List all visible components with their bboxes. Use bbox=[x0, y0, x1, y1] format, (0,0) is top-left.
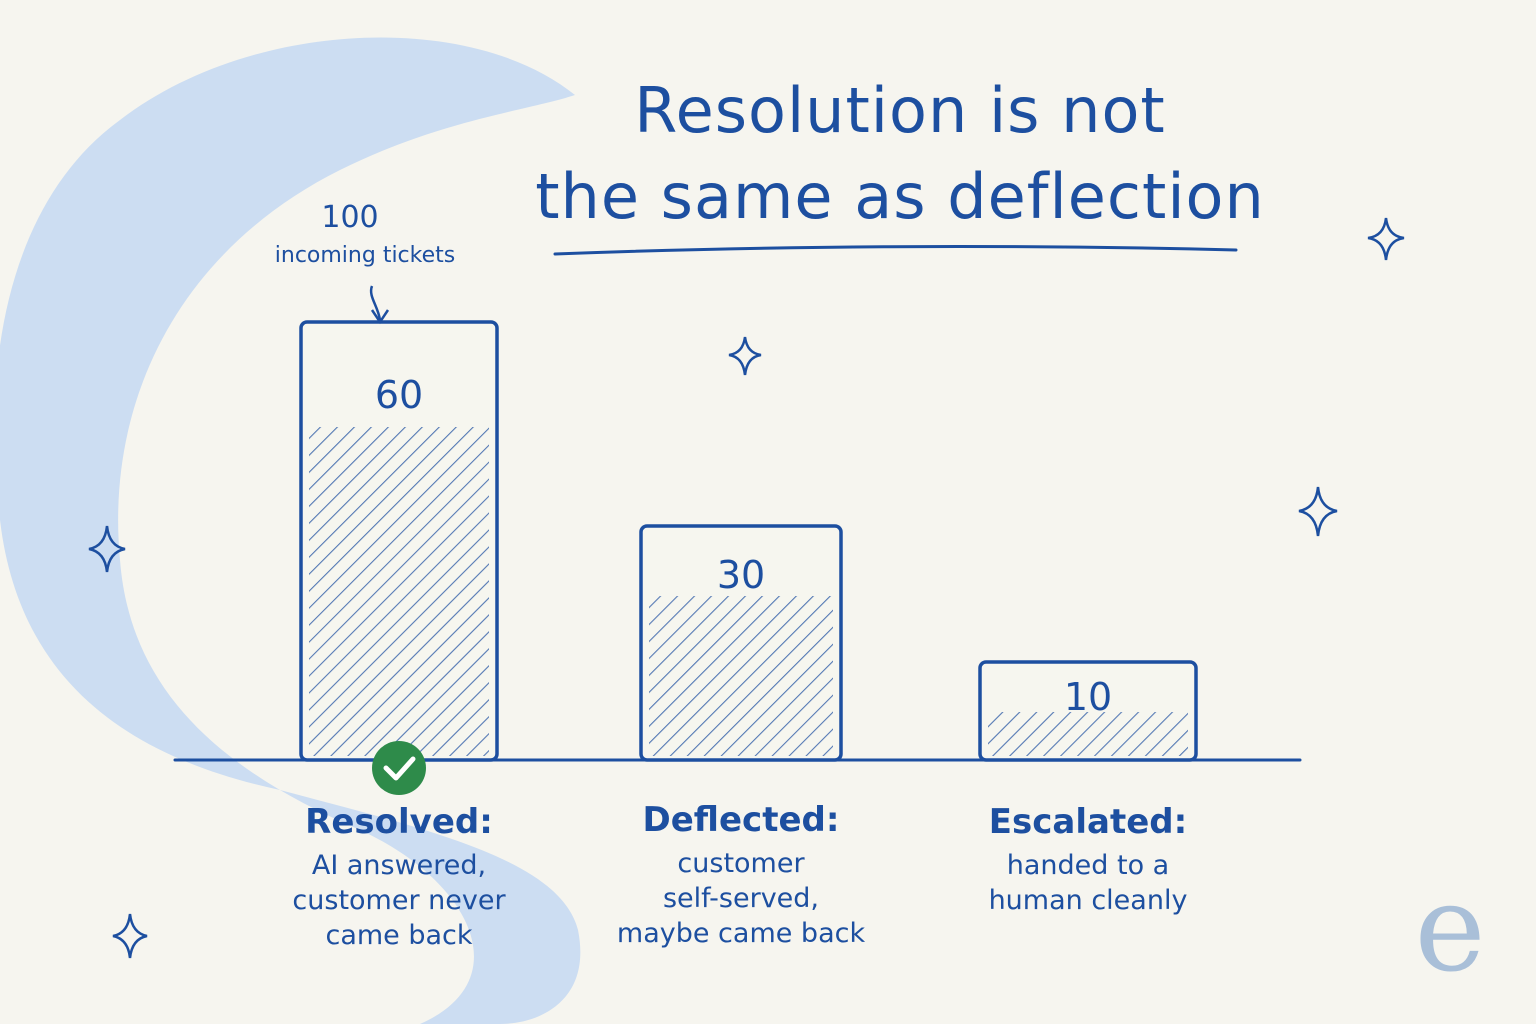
sparkle-icon bbox=[112, 913, 148, 959]
category-description: AI answered, bbox=[311, 850, 487, 881]
bar-hatch-fill bbox=[649, 596, 833, 756]
annotation-arrow bbox=[369, 285, 382, 321]
annotation-value: 100 bbox=[321, 200, 379, 235]
sparkle-icon bbox=[1367, 217, 1405, 261]
background-swoosh bbox=[0, 37, 581, 1024]
chart-title-line-2: the same as deflection bbox=[535, 160, 1265, 233]
brand-logo: e bbox=[1414, 860, 1486, 999]
bar-value-label: 30 bbox=[717, 553, 765, 597]
chart-title-line-1: Resolution is not bbox=[634, 74, 1166, 147]
bar-hatch-fill bbox=[988, 712, 1188, 756]
bar-value-label: 60 bbox=[375, 373, 423, 417]
category-label: Deflected: bbox=[642, 800, 840, 840]
category-description: came back bbox=[325, 920, 473, 951]
category-description: customer bbox=[677, 848, 805, 879]
bar-value-label: 10 bbox=[1064, 675, 1112, 719]
category-description: maybe came back bbox=[616, 918, 866, 949]
category-label: Resolved: bbox=[305, 802, 493, 842]
bar-hatch-fill bbox=[309, 427, 489, 756]
check-icon bbox=[372, 741, 426, 795]
sparkle-icon bbox=[1298, 486, 1338, 537]
sparkle-icon bbox=[88, 525, 126, 573]
category-description: customer never bbox=[292, 885, 506, 916]
category-description: handed to a bbox=[1006, 850, 1170, 881]
annotation-text: incoming tickets bbox=[274, 243, 456, 268]
category-description: self-served, bbox=[662, 883, 820, 914]
category-label: Escalated: bbox=[988, 802, 1188, 842]
category-description: human cleanly bbox=[988, 885, 1188, 916]
sparkle-icon bbox=[728, 336, 762, 376]
title-underline bbox=[553, 245, 1238, 256]
